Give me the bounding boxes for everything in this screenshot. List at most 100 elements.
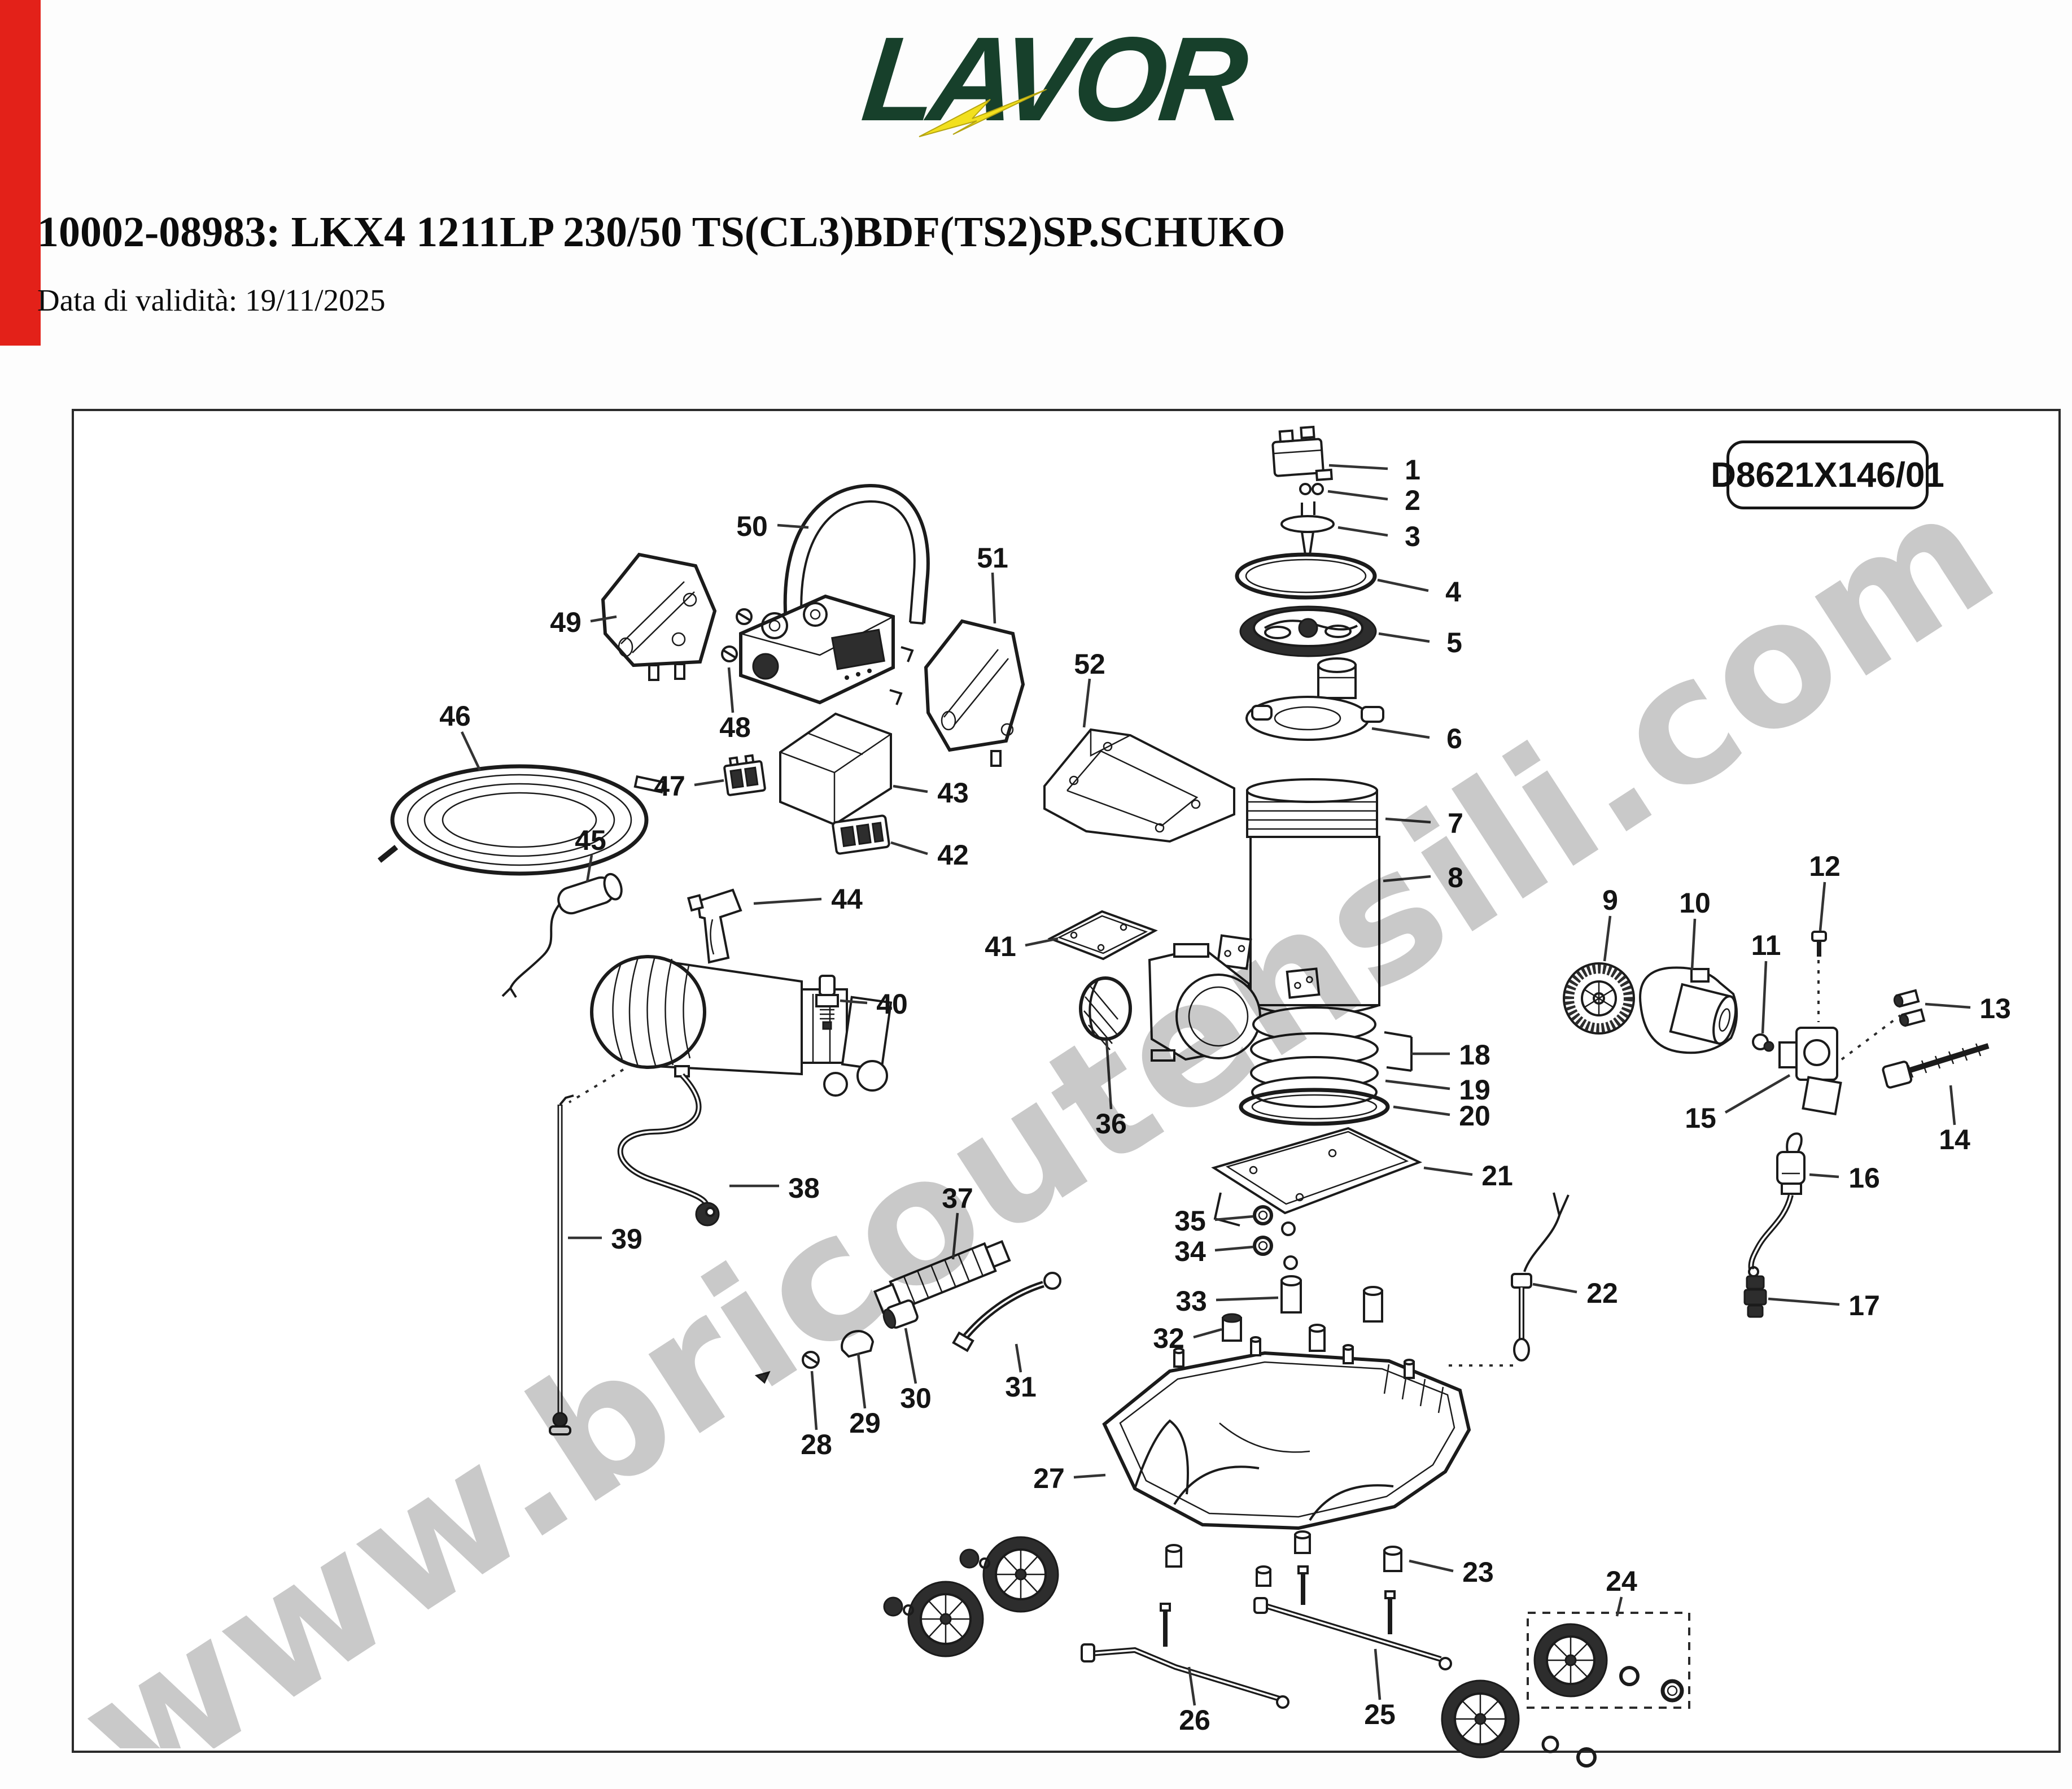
part-leader-33: [1216, 1296, 1279, 1302]
part-4-shape: [1235, 552, 1377, 600]
part-8-shape: [1216, 836, 1380, 1016]
part-label-19: 19: [1459, 1074, 1490, 1106]
part-leader-7: [1385, 817, 1431, 824]
part-label-47: 47: [654, 770, 685, 802]
part-label-24: 24: [1606, 1565, 1637, 1597]
part-14-shape: [1882, 1043, 1990, 1089]
drawing-code-box: D8621X146/01: [1711, 440, 1944, 509]
part-29-shape: [841, 1330, 875, 1358]
spacer-pins: [1165, 1530, 1311, 1587]
part-47-shape: [723, 754, 766, 796]
part-16-shape: [1748, 1132, 1806, 1270]
part-leader-46: [460, 731, 482, 771]
part-leader-6: [1371, 727, 1430, 739]
part-2-shape: [1299, 483, 1324, 495]
part-24-shape: [1527, 1612, 1690, 1709]
part-26-shape: [1081, 1603, 1289, 1709]
part-label-41: 41: [985, 931, 1016, 962]
part-label-3: 3: [1405, 521, 1420, 552]
part-label-45: 45: [575, 824, 606, 856]
part-48-shape: [721, 608, 753, 662]
part-leader-12: [1819, 882, 1826, 931]
part-label-49: 49: [550, 606, 582, 638]
part-leader-20: [1393, 1105, 1450, 1116]
part-35-shape: [1253, 1205, 1296, 1236]
part-33-shape: [1280, 1275, 1302, 1314]
part-label-34: 34: [1174, 1236, 1206, 1267]
part-label-50: 50: [736, 510, 768, 542]
part-40-shape: [815, 975, 839, 1030]
part-label-37: 37: [942, 1183, 973, 1214]
part-34-shape: [1253, 1236, 1298, 1270]
part-12-shape: [1811, 931, 1827, 1022]
page-left-red-strip: [0, 0, 41, 346]
part-3-shape: [1280, 501, 1335, 556]
part-label-4: 4: [1445, 576, 1461, 608]
part-label-29: 29: [849, 1407, 881, 1439]
part-5-shape: [1239, 605, 1377, 657]
part-leader-5: [1378, 632, 1430, 643]
part-label-20: 20: [1459, 1100, 1490, 1132]
part-leader-40: [840, 999, 868, 1005]
part-label-30: 30: [900, 1382, 932, 1414]
part-23-shape: [1383, 1546, 1402, 1572]
blower-housing-shape: [1148, 943, 1261, 1062]
part-leader-43: [893, 784, 928, 793]
part-label-10: 10: [1679, 887, 1711, 919]
part-label-1: 1: [1405, 454, 1420, 486]
part-13-shape: [1893, 989, 1926, 1027]
part-leader-28: [810, 1371, 818, 1430]
part-label-13: 13: [1979, 993, 2011, 1024]
drawing-code: D8621X146/01: [1711, 455, 1944, 495]
part-label-27: 27: [1033, 1463, 1065, 1494]
part-label-2: 2: [1405, 485, 1420, 516]
part-22-shape: [1511, 1192, 1570, 1362]
part-28-shape: [754, 1351, 820, 1384]
part-label-23: 23: [1462, 1556, 1494, 1588]
part-leader-44: [753, 897, 822, 905]
part-label-12: 12: [1809, 850, 1841, 882]
part-label-7: 7: [1448, 808, 1463, 839]
part-leader-4: [1377, 578, 1429, 592]
part-label-9: 9: [1602, 884, 1618, 916]
part-leader-30: [904, 1328, 917, 1384]
part-leader-3: [1337, 526, 1388, 537]
validity-date: Data di validità: 19/11/2025: [37, 283, 386, 317]
rear-wheel-lower: [883, 1581, 984, 1657]
part-label-36: 36: [1095, 1108, 1127, 1140]
part-label-42: 42: [937, 839, 969, 871]
part-label-11: 11: [1751, 930, 1781, 961]
part-leader-25: [1374, 1648, 1382, 1700]
part-36-shape: [1079, 976, 1132, 1050]
part-leader-16: [1809, 1173, 1839, 1179]
part-30-shape: [882, 1299, 919, 1329]
front-wheel-bottom: [1441, 1679, 1597, 1768]
part-38-shape: [617, 1065, 720, 1227]
part-leader-21: [1423, 1166, 1473, 1176]
part-20-shape: [1239, 1088, 1390, 1126]
part-39-shape: [549, 1094, 574, 1435]
part-label-8: 8: [1448, 862, 1463, 893]
part-label-15: 15: [1685, 1102, 1716, 1134]
panel-clips: [889, 646, 914, 705]
part-42-shape: [832, 814, 890, 855]
part-leader-27: [1073, 1473, 1106, 1479]
part-leader-19: [1385, 1079, 1450, 1090]
part-44-shape: [687, 888, 742, 964]
part-label-28: 28: [801, 1429, 832, 1460]
part-leader-45: [585, 854, 593, 883]
part-leader-42: [890, 841, 928, 856]
part-51-shape: [924, 619, 1025, 767]
part-leader-51: [991, 572, 996, 624]
part-43-shape: [779, 712, 892, 826]
part-leader-35: [1214, 1215, 1254, 1221]
part-leader-48: [727, 667, 735, 713]
part-label-46: 46: [439, 700, 471, 732]
part-label-5: 5: [1446, 627, 1462, 658]
part-19-shape: [1250, 1056, 1379, 1108]
part-25-shape: [1253, 1565, 1452, 1670]
part-label-43: 43: [937, 777, 969, 809]
